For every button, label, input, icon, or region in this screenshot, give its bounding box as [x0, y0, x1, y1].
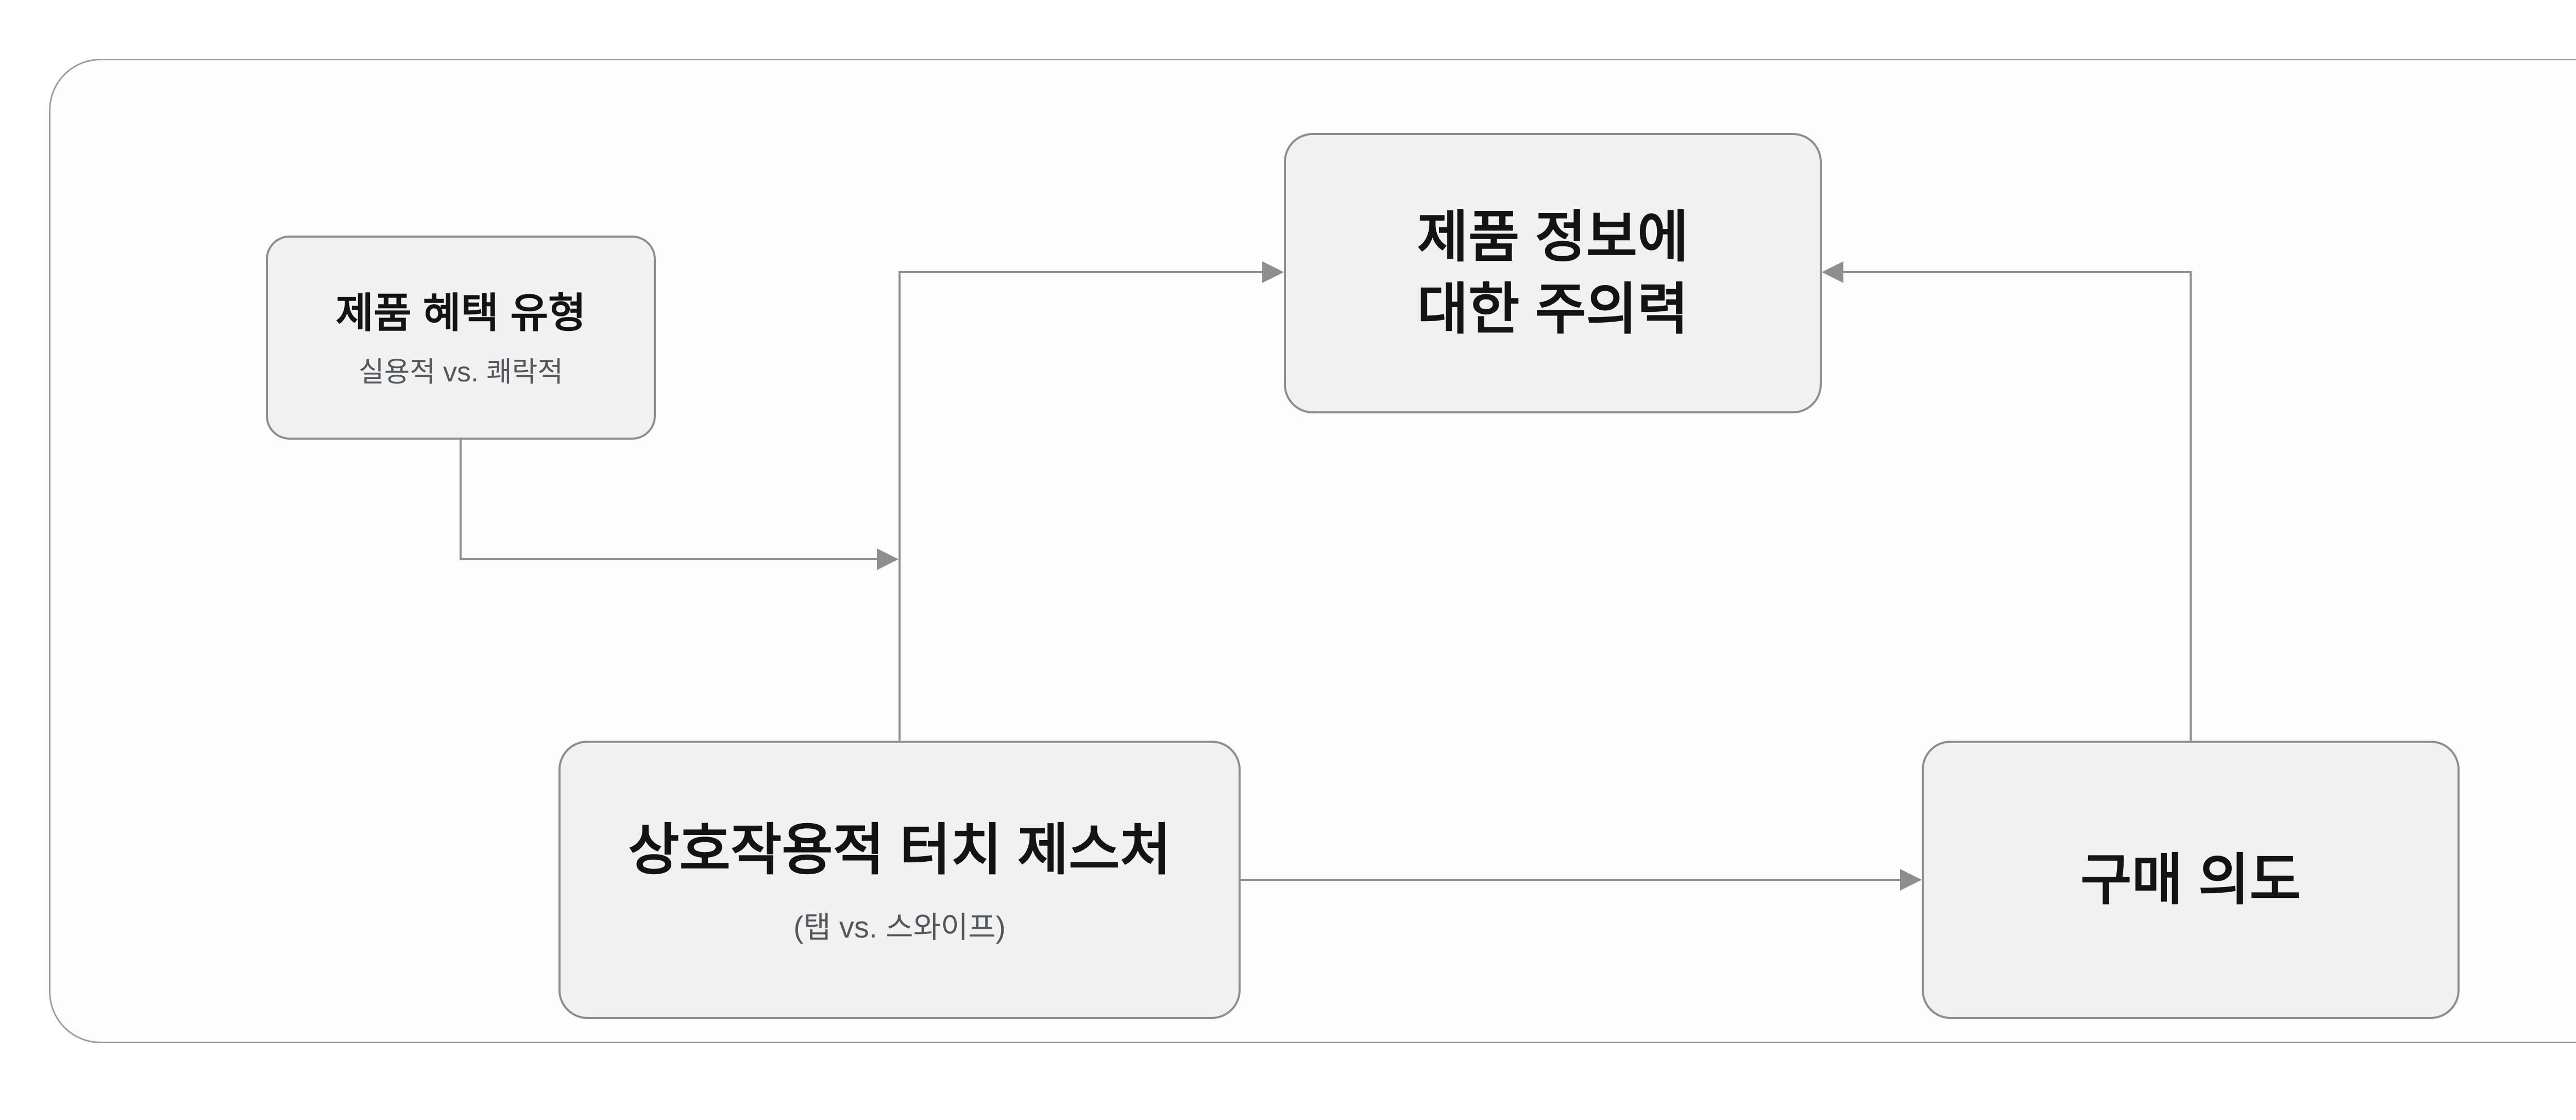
node-product-benefit-type-subtitle: 실용적 vs. 쾌락적 [358, 356, 564, 388]
node-attention-to-product-info: 제품 정보에 대한 주의력 [1284, 133, 1822, 413]
node-product-benefit-type-title: 제품 혜택 유형 [335, 290, 586, 336]
arrowhead-into-attention-left [1262, 261, 1284, 283]
connector-purchase-to-attention-horizontal [1843, 271, 2192, 273]
node-product-benefit-type: 제품 혜택 유형 실용적 vs. 쾌락적 [266, 236, 656, 440]
node-purchase-intention: 구매 의도 [1922, 741, 2460, 1019]
connector-gesture-to-attention-horizontal [899, 271, 1263, 273]
node-interactive-touch-gesture: 상호작용적 터치 제스처 (탭 vs. 스와이프) [558, 741, 1241, 1019]
node-touch-gesture-subtitle: (탭 vs. 스와이프) [793, 911, 1006, 945]
arrowhead-into-purchase-left [1900, 869, 1922, 891]
arrowhead-into-attention-right [1822, 261, 1843, 283]
arrowhead-moderator-onto-path [877, 548, 899, 570]
connector-benefit-type-horizontal [460, 558, 878, 560]
connector-benefit-type-vertical [460, 440, 462, 559]
node-purchase-intention-title: 구매 의도 [2080, 848, 2301, 911]
node-touch-gesture-title: 상호작용적 터치 제스처 [628, 818, 1171, 881]
node-attention-title: 제품 정보에 대한 주의력 [1417, 205, 1689, 340]
connector-purchase-to-attention-vertical [2190, 271, 2192, 742]
connector-gesture-to-purchase [1241, 879, 1901, 881]
connector-gesture-to-attention-vertical [899, 272, 901, 741]
